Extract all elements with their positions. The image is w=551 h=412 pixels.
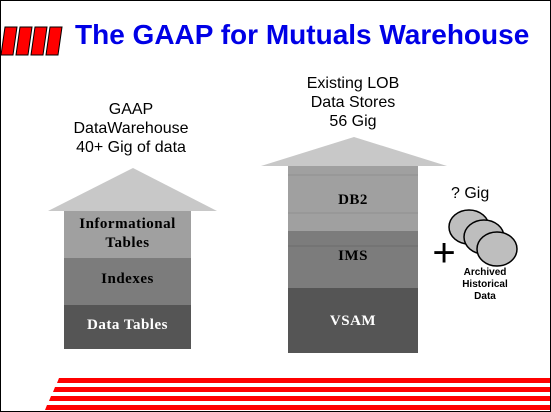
archive-disk-icon xyxy=(476,231,518,267)
gaap-caption-line: 40+ Gig of data xyxy=(76,139,186,156)
lob-caption: Existing LOB Data Stores 56 Gig xyxy=(273,74,433,131)
lob-caption-line: Existing LOB xyxy=(306,75,400,92)
gaap-arrow-head xyxy=(48,168,217,211)
gaap-warehouse-arrow xyxy=(48,168,217,349)
archive-disk-stack xyxy=(448,209,518,267)
informational-tables-label: Informational Tables xyxy=(79,216,176,251)
gaap-layer-indexes xyxy=(64,258,191,305)
archive-label-line: Data xyxy=(474,291,496,302)
gaap-layer-data-tables xyxy=(64,305,191,349)
vsam-label: VSAM xyxy=(329,313,377,329)
data-tables-label: Data Tables xyxy=(87,317,168,333)
lob-layer-vsam xyxy=(288,288,418,353)
archive-label-line: Historical xyxy=(462,279,508,290)
footer-stripes xyxy=(45,378,550,410)
gaap-caption: GAAP DataWarehouse 40+ Gig of data xyxy=(53,100,209,157)
slide-title: The GAAP for Mutuals Warehouse xyxy=(75,19,530,50)
logo-stripes xyxy=(1,26,63,56)
archive-size-label: ? Gig xyxy=(451,185,490,202)
archive-label-line: Archived xyxy=(463,267,507,278)
gaap-caption-line: GAAP xyxy=(108,101,154,118)
gaap-layer-informational-tables xyxy=(64,211,191,258)
lob-stores-arrow xyxy=(261,137,447,353)
db2-label: DB2 xyxy=(338,192,368,208)
ims-label: IMS xyxy=(338,248,368,264)
lob-layer-db2 xyxy=(288,166,418,231)
lob-caption-line: Data Stores xyxy=(310,94,396,111)
lob-arrow-head xyxy=(261,137,447,166)
lob-layer-ims xyxy=(288,231,418,288)
gaap-caption-line: DataWarehouse xyxy=(73,120,189,137)
lob-caption-line: 56 Gig xyxy=(329,113,377,130)
archive-label: Archived Historical Data xyxy=(453,267,517,303)
indexes-label: Indexes xyxy=(101,271,154,287)
plus-sign: + xyxy=(432,231,456,275)
